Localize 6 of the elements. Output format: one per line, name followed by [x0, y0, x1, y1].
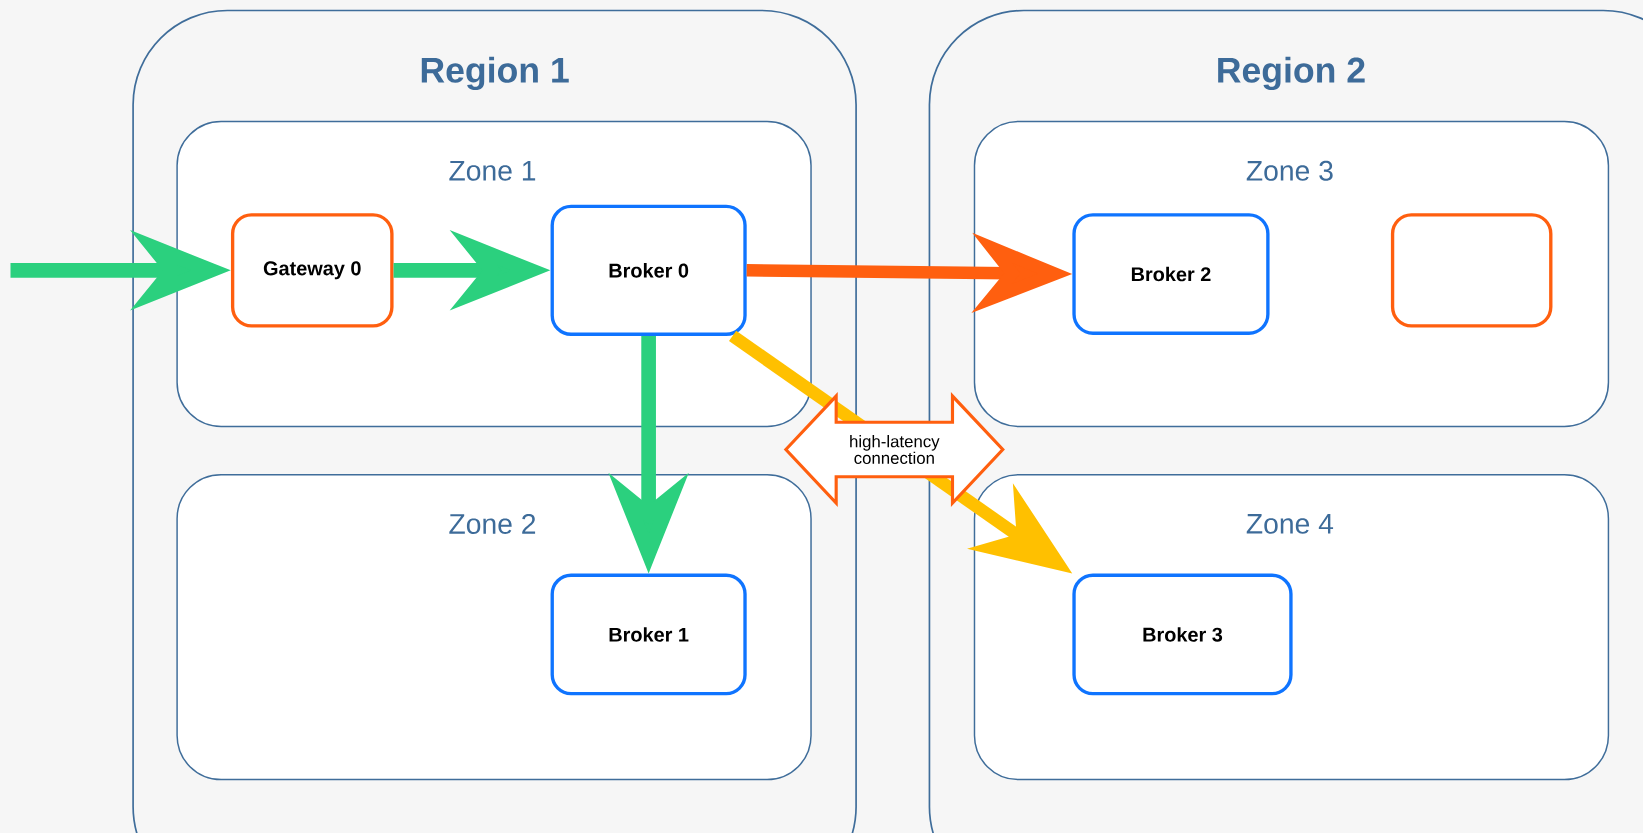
broker-box: Broker 2: [1072, 213, 1270, 335]
gateway-box: [1390, 213, 1553, 328]
gateway-box: Gateway 0: [230, 213, 394, 328]
broker-box: Broker 1: [550, 573, 747, 696]
broker-box: Broker 3: [1072, 573, 1293, 696]
broker-box: Broker 0: [550, 204, 747, 336]
